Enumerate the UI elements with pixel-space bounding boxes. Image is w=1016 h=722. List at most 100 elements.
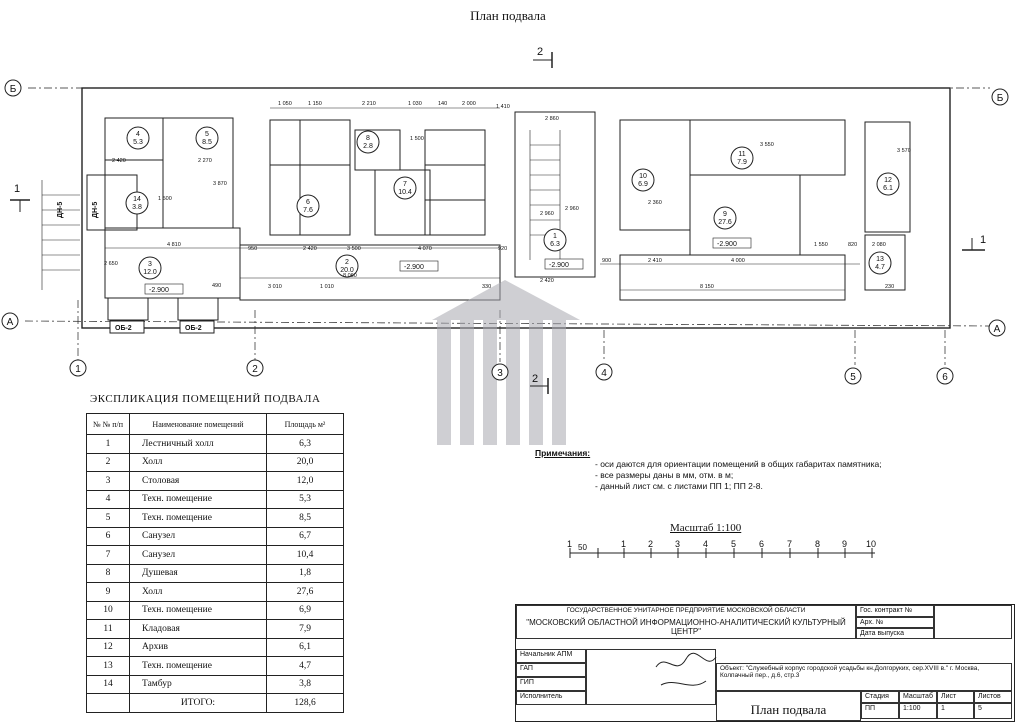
object-description: Объект: "Служебный корпус городской усад… — [716, 663, 1012, 691]
scale-label: Масштаб 1:100 — [670, 522, 742, 534]
svg-text:7: 7 — [787, 539, 792, 549]
svg-text:10: 10 — [866, 539, 876, 549]
svg-text:230: 230 — [885, 284, 894, 290]
axis-bubble-5: 5 — [844, 367, 862, 385]
scale-bar: 1 50 1 2 3 4 5 6 7 8 9 10 — [567, 539, 876, 558]
svg-text:2 860: 2 860 — [545, 116, 559, 122]
svg-text:8: 8 — [815, 539, 820, 549]
row-area: 4,7 — [266, 656, 344, 676]
svg-text:9: 9 — [842, 539, 847, 549]
svg-text:6.9: 6.9 — [638, 181, 648, 188]
axis-bubble-6: 6 — [936, 367, 954, 385]
explication-table: № № п/п Наименование помещений Площадь м… — [86, 413, 344, 713]
svg-text:950: 950 — [248, 246, 257, 252]
row-name: Санузел — [129, 526, 267, 546]
svg-text:5: 5 — [205, 131, 209, 138]
row-area: 6,3 — [266, 434, 344, 454]
svg-text:1 030: 1 030 — [408, 101, 422, 107]
row-num: 10 — [86, 600, 130, 620]
col-stage: Стадия — [861, 691, 899, 703]
svg-text:А: А — [994, 324, 1001, 335]
svg-text:2 080: 2 080 — [872, 242, 886, 248]
svg-text:2 410: 2 410 — [648, 258, 662, 264]
svg-text:20.0: 20.0 — [340, 267, 354, 274]
svg-text:11: 11 — [738, 151, 745, 158]
svg-text:2 650: 2 650 — [104, 261, 118, 267]
note-item: - все размеры даны в мм, отм. в м; — [595, 470, 734, 480]
val-sheet: 1 — [937, 703, 974, 719]
svg-text:8 150: 8 150 — [700, 284, 714, 290]
svg-text:4 810: 4 810 — [167, 242, 181, 248]
room-label-11: 117.9 — [730, 146, 754, 170]
svg-text:6: 6 — [759, 539, 764, 549]
role-label: Начальник АПМ — [516, 649, 586, 663]
svg-text:8: 8 — [366, 135, 370, 142]
room-label-1: 16.3 — [543, 228, 567, 252]
row-name: Лестничный холл — [129, 434, 267, 454]
svg-text:Б: Б — [10, 84, 17, 95]
row-area: 6,9 — [266, 600, 344, 620]
dimension-labels: 1 050 1 150 2 210 1 030 140 2 000 2 860 … — [104, 101, 911, 290]
svg-text:2: 2 — [345, 259, 349, 266]
svg-text:2 960: 2 960 — [540, 211, 554, 217]
svg-text:1 500: 1 500 — [410, 136, 424, 142]
svg-text:1 500: 1 500 — [158, 196, 172, 202]
svg-text:50: 50 — [578, 543, 587, 552]
svg-text:14: 14 — [133, 196, 141, 203]
val-sheets: 5 — [974, 703, 1012, 719]
svg-text:1: 1 — [553, 233, 557, 240]
sheet-title: План подвала — [716, 691, 861, 721]
room-label-2: 220.0 — [335, 254, 359, 278]
svg-text:7.6: 7.6 — [303, 207, 313, 214]
date-label: Дата выпуска — [856, 628, 934, 639]
svg-text:3: 3 — [148, 261, 152, 268]
svg-text:2 420: 2 420 — [112, 158, 126, 164]
svg-text:920: 920 — [498, 246, 507, 252]
svg-text:2: 2 — [648, 539, 653, 549]
notes-title: Примечания: — [535, 448, 591, 458]
signature — [655, 652, 717, 686]
contract-label: Гос. контракт № — [856, 605, 934, 617]
svg-text:13: 13 — [876, 256, 884, 263]
svg-text:8 060: 8 060 — [343, 273, 357, 279]
window-label: ОБ-2 — [185, 325, 202, 332]
svg-text:6.1: 6.1 — [883, 185, 893, 192]
row-num: 3 — [86, 471, 130, 491]
row-area: 6,1 — [266, 637, 344, 657]
svg-text:1: 1 — [621, 539, 626, 549]
room-label-12: 126.1 — [876, 172, 900, 196]
axis-bubble-2: 2 — [246, 359, 264, 377]
row-area: 6,7 — [266, 526, 344, 546]
watermark-building-logo — [432, 280, 580, 445]
room-label-9: 927.6 — [713, 206, 737, 230]
row-name: Холл — [129, 452, 267, 472]
row-num: 12 — [86, 637, 130, 657]
svg-text:3 500: 3 500 — [347, 246, 361, 252]
svg-text:7: 7 — [403, 181, 407, 188]
title-block: ГОСУДАРСТВЕННОЕ УНИТАРНОЕ ПРЕДПРИЯТИЕ МО… — [515, 604, 1015, 722]
level-mark: -2.900 — [149, 287, 169, 294]
svg-text:2.8: 2.8 — [363, 143, 373, 150]
svg-text:2 000: 2 000 — [462, 101, 476, 107]
row-num: 13 — [86, 656, 130, 676]
svg-text:2 270: 2 270 — [198, 158, 212, 164]
svg-text:1 410: 1 410 — [496, 104, 510, 110]
axis-bubble-b-right: Б — [991, 88, 1009, 106]
room-label-7: 710.4 — [393, 176, 417, 200]
room-label-13: 134.7 — [868, 251, 892, 275]
room-label-10: 106.9 — [631, 168, 655, 192]
svg-text:Б: Б — [997, 93, 1004, 104]
row-area: 1,8 — [266, 563, 344, 583]
svg-text:2: 2 — [252, 364, 258, 375]
window-label: ОБ-2 — [115, 325, 132, 332]
door-label: ДН-5 — [92, 202, 99, 218]
svg-text:140: 140 — [438, 101, 447, 107]
